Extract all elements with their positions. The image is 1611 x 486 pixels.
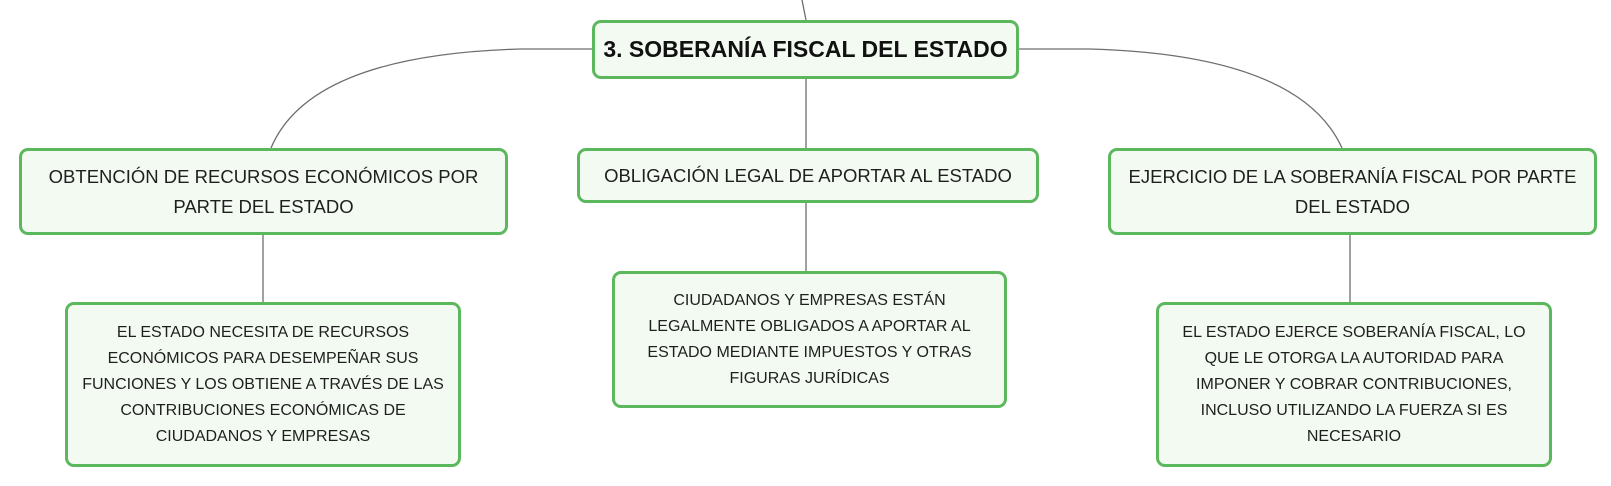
- branch-node-label: OBLIGACIÓN LEGAL DE APORTAR AL ESTADO: [604, 164, 1012, 186]
- detail-node-ejercicio[interactable]: EL ESTADO EJERCE SOBERANÍA FISCAL, LO QU…: [1156, 302, 1552, 467]
- root-node-label: 3. SOBERANÍA FISCAL DEL ESTADO: [603, 36, 1008, 62]
- detail-node-text: CIUDADANOS Y EMPRESAS ESTÁN LEGALMENTE O…: [647, 291, 972, 387]
- branch-node-obligacion[interactable]: OBLIGACIÓN LEGAL DE APORTAR AL ESTADO: [577, 148, 1039, 203]
- connector-parent: [801, 0, 807, 21]
- detail-node-obligacion[interactable]: CIUDADANOS Y EMPRESAS ESTÁN LEGALMENTE O…: [612, 271, 1007, 408]
- detail-node-text: EL ESTADO EJERCE SOBERANÍA FISCAL, LO QU…: [1182, 323, 1526, 445]
- branch-node-label: OBTENCIÓN DE RECURSOS ECONÓMICOS POR PAR…: [48, 165, 479, 217]
- root-node[interactable]: 3. SOBERANÍA FISCAL DEL ESTADO: [592, 20, 1019, 79]
- branch-node-label: EJERCICIO DE LA SOBERANÍA FISCAL POR PAR…: [1128, 165, 1577, 217]
- branch-node-obtencion[interactable]: OBTENCIÓN DE RECURSOS ECONÓMICOS POR PAR…: [19, 148, 508, 235]
- connector-root-right: [1019, 48, 1343, 149]
- branch-node-ejercicio[interactable]: EJERCICIO DE LA SOBERANÍA FISCAL POR PAR…: [1108, 148, 1597, 235]
- connector-root-left: [270, 48, 592, 149]
- detail-node-text: EL ESTADO NECESITA DE RECURSOS ECONÓMICO…: [82, 323, 444, 445]
- detail-node-obtencion[interactable]: EL ESTADO NECESITA DE RECURSOS ECONÓMICO…: [65, 302, 461, 467]
